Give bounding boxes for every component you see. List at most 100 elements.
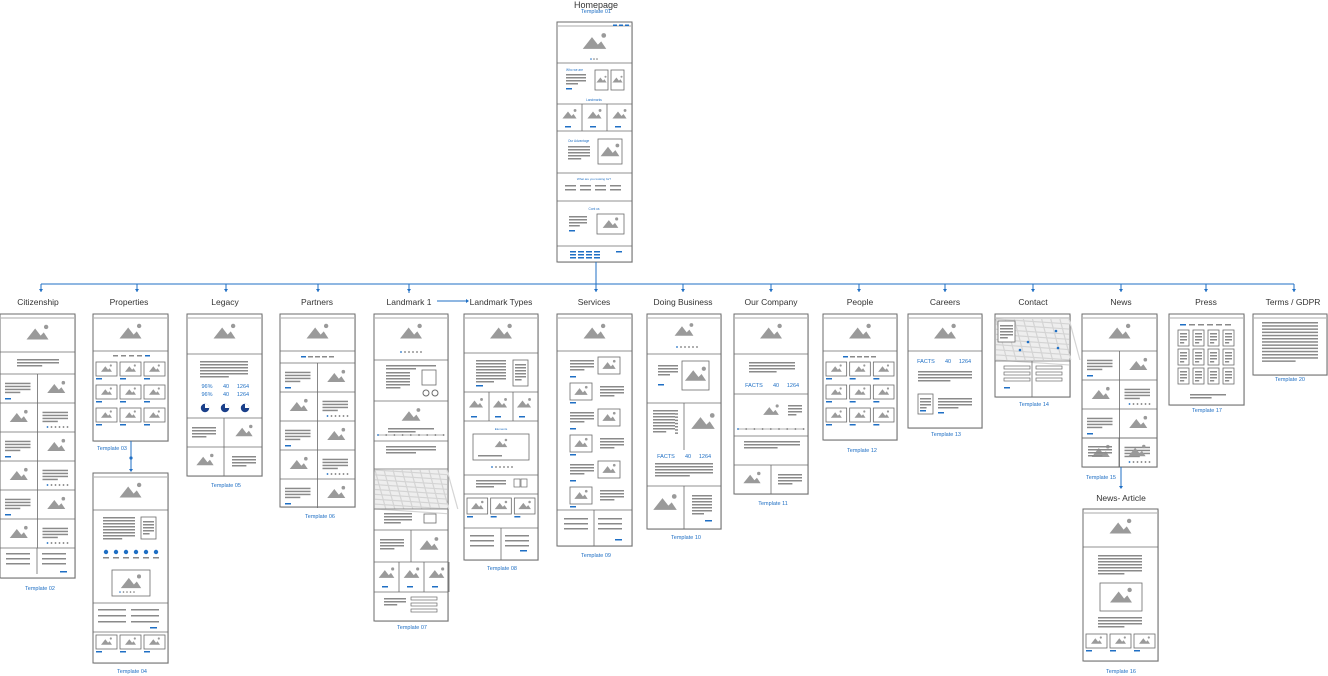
text-line <box>322 464 348 467</box>
text-line <box>478 455 502 457</box>
text-line <box>864 356 869 358</box>
pagination-dot <box>420 351 422 353</box>
file-icon <box>513 478 521 488</box>
text-line <box>322 406 348 409</box>
connector-arrow <box>943 289 947 292</box>
text-line <box>570 473 585 475</box>
text-line <box>5 391 21 394</box>
text-line <box>1262 354 1318 356</box>
text-line <box>476 483 506 485</box>
link-line <box>570 480 576 482</box>
page-title-terms: Terms / GDPR <box>1265 297 1321 307</box>
image-sun <box>136 574 142 579</box>
text-line <box>658 374 670 376</box>
image-mountain <box>494 440 508 448</box>
link-line <box>144 378 150 380</box>
connector-arrow <box>1292 289 1296 292</box>
text-line <box>570 254 576 256</box>
image-mountain <box>125 412 136 418</box>
image-sun <box>61 380 66 385</box>
map-street <box>428 469 441 510</box>
page-title-contact: Contact <box>1018 297 1048 307</box>
text-line <box>476 360 506 362</box>
text-line <box>1098 617 1142 619</box>
press-card <box>1192 367 1205 385</box>
text-line <box>103 520 135 522</box>
image-mountain <box>1108 327 1131 339</box>
pagination-dot <box>745 428 748 430</box>
image-mountain <box>691 417 715 429</box>
image-mountain <box>101 389 112 395</box>
text-line <box>570 470 594 472</box>
text-line <box>1098 623 1142 625</box>
text-line <box>301 356 306 358</box>
image-sun <box>671 494 677 499</box>
stat-value: 40 <box>223 384 229 390</box>
text-line <box>594 254 600 256</box>
map-street <box>995 349 1070 356</box>
image-sun <box>1106 386 1110 391</box>
text-line <box>600 493 624 495</box>
text-line <box>386 368 416 370</box>
image-sun <box>757 471 761 476</box>
text-line <box>568 158 582 160</box>
text-line <box>285 374 311 377</box>
text-line <box>1195 380 1200 382</box>
image-sun <box>133 637 136 640</box>
file-icon <box>520 478 528 488</box>
connector-arrow <box>135 289 139 292</box>
map-street <box>446 469 459 510</box>
image-mountain <box>518 502 531 510</box>
input-field <box>1003 371 1031 376</box>
text-line <box>1098 555 1142 557</box>
wireframe-terms <box>1252 313 1328 376</box>
image-sun <box>61 496 66 501</box>
text-line <box>42 475 68 478</box>
image-sun <box>604 75 607 78</box>
link-line <box>432 586 438 588</box>
image-sun <box>133 410 136 413</box>
map-street <box>374 474 448 481</box>
page-title-press: Press <box>1195 297 1217 307</box>
map-street <box>1013 318 1026 361</box>
pagination-dot <box>404 351 406 353</box>
connector-arrow <box>39 289 43 292</box>
text-line <box>1180 355 1187 357</box>
text-line <box>200 364 248 366</box>
template-label-10: Template 10 <box>671 535 701 541</box>
image-mountain <box>760 327 782 339</box>
text-line <box>470 535 494 537</box>
text-line <box>1195 355 1202 357</box>
map-street <box>374 493 448 500</box>
text-line <box>1225 358 1232 360</box>
text-line <box>675 429 678 431</box>
image-sun <box>133 364 136 367</box>
text-line <box>600 438 624 440</box>
image-sun <box>157 364 160 367</box>
text-line <box>476 369 506 371</box>
template-label-02: Template 02 <box>25 586 55 592</box>
text-line <box>570 415 594 417</box>
text-line <box>5 446 31 449</box>
image-sun <box>133 387 136 390</box>
link-line <box>873 424 880 426</box>
text-line <box>285 371 311 374</box>
link-line <box>705 520 712 522</box>
text-line <box>655 472 713 474</box>
text-line <box>42 469 68 472</box>
text-line <box>386 449 436 451</box>
text-line <box>285 493 311 496</box>
text-line <box>570 366 594 368</box>
image-sun <box>1125 323 1131 329</box>
image-mountain <box>878 389 890 395</box>
text-line <box>1210 358 1217 360</box>
pagination-dot <box>338 473 341 475</box>
text-line <box>42 478 58 481</box>
text-line <box>938 401 972 403</box>
image-sun <box>417 323 422 329</box>
text-line <box>1088 446 1112 448</box>
section-heading: Cont us <box>589 207 600 211</box>
text-line <box>600 444 624 446</box>
text-line <box>675 426 678 428</box>
